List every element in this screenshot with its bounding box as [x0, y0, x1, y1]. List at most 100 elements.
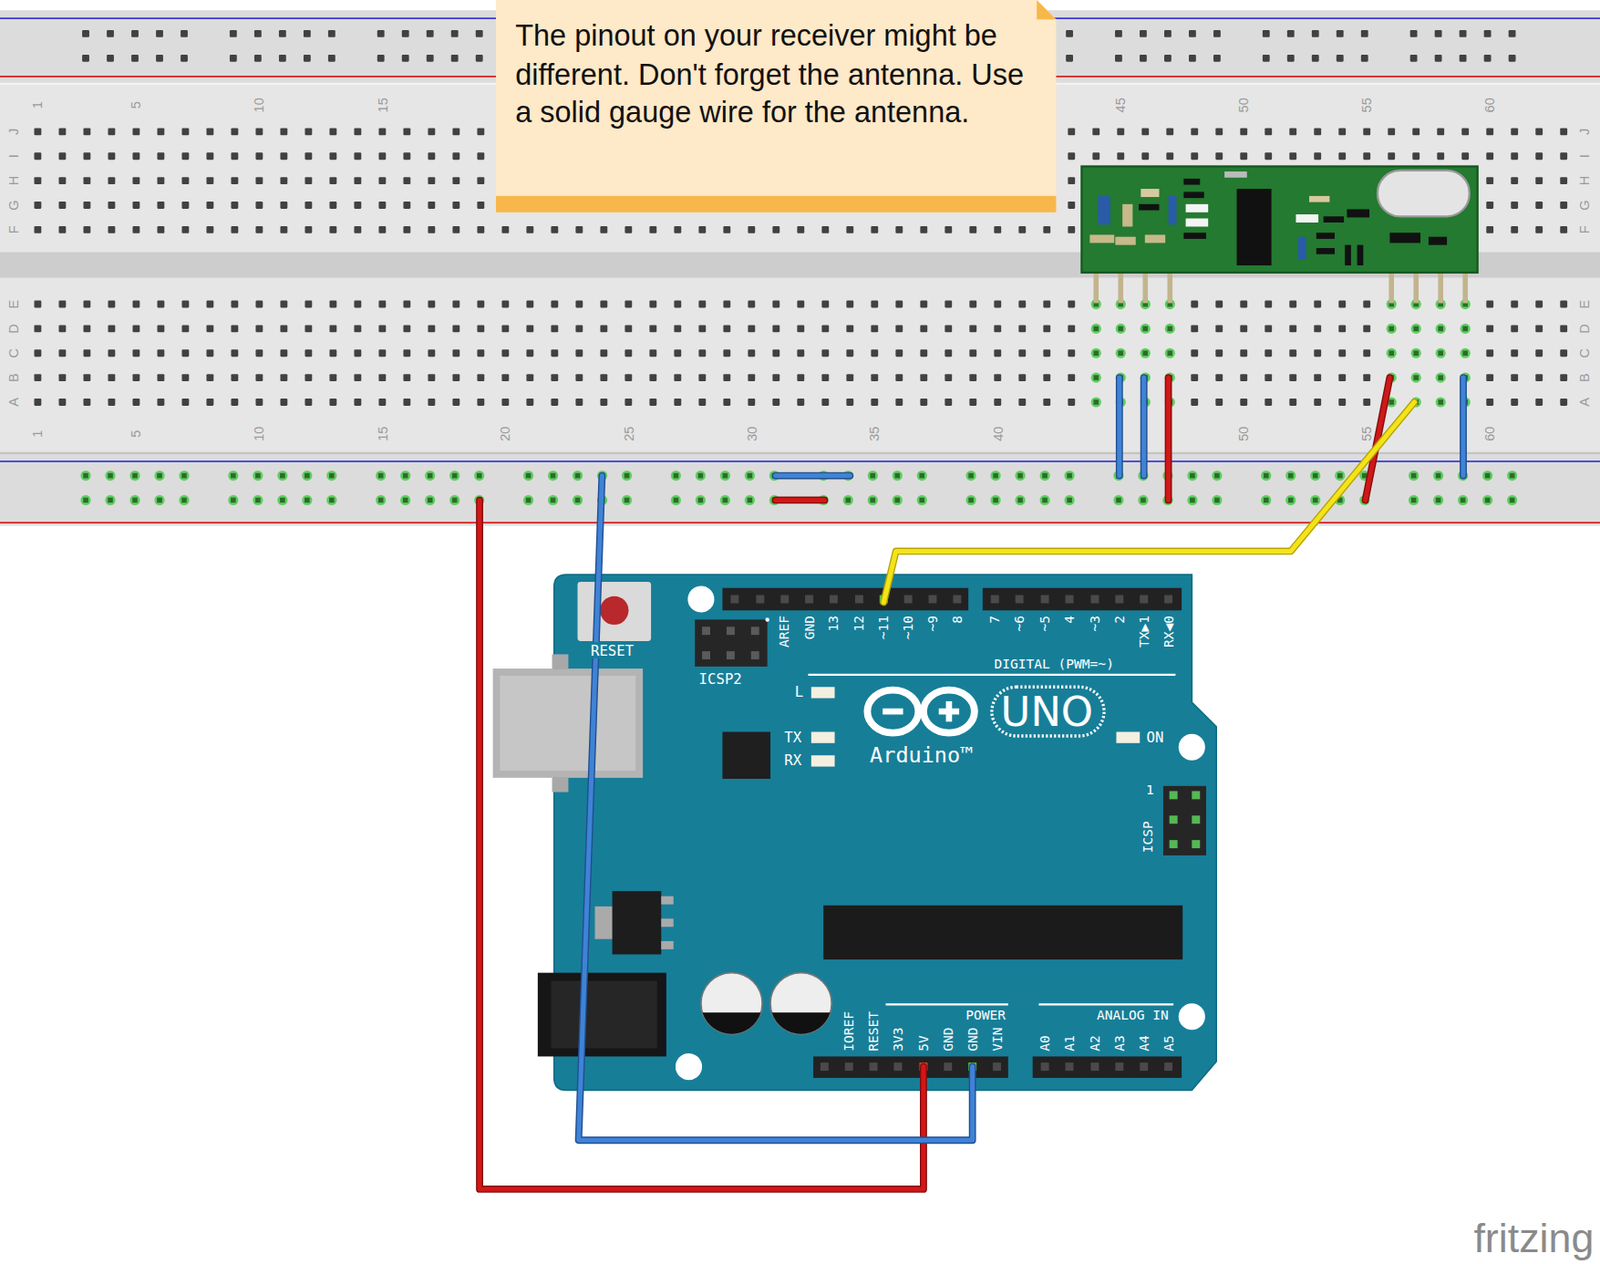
wire-outline: [1115, 377, 1124, 475]
hole: [181, 398, 189, 406]
hole: [599, 300, 608, 309]
hole: [1510, 201, 1518, 209]
header-pin: [751, 650, 760, 660]
hole: [526, 226, 534, 234]
hole: [427, 373, 435, 382]
hole: [132, 176, 140, 185]
hole: [969, 349, 977, 357]
mounting-hole: [1178, 1002, 1206, 1030]
pin-label: A3: [1113, 1034, 1127, 1052]
hole: [918, 473, 925, 479]
hole: [452, 324, 460, 332]
hole: [255, 152, 263, 160]
hole: [255, 349, 263, 357]
hole: [993, 226, 1002, 234]
hole: [1239, 127, 1248, 135]
header-pin: [943, 1062, 952, 1071]
hole: [402, 226, 411, 234]
hole: [328, 54, 336, 62]
hole: [918, 497, 925, 504]
hole: [1042, 398, 1051, 406]
hole-highlight: [326, 495, 337, 506]
row-letter: A: [1578, 396, 1592, 408]
hole: [206, 127, 214, 135]
hole: [181, 349, 189, 357]
hole: [550, 226, 558, 234]
column-number: 5: [129, 429, 144, 439]
header-pin: [855, 595, 864, 604]
hole-highlight: [572, 495, 583, 506]
hole: [279, 324, 288, 332]
hole: [1166, 152, 1174, 160]
hole: [1362, 152, 1371, 160]
hole: [353, 127, 362, 135]
pin1-dot: [764, 617, 769, 621]
hole: [1311, 30, 1320, 38]
hole: [1559, 201, 1568, 209]
receiver-module: [1081, 165, 1477, 272]
hole: [1188, 54, 1197, 62]
reset-cap: [599, 596, 629, 625]
hole: [969, 300, 977, 309]
hole: [206, 226, 214, 234]
hole: [181, 300, 189, 309]
hole: [1510, 324, 1518, 332]
header-pin: [701, 650, 711, 660]
hole: [58, 226, 66, 234]
hole: [1535, 226, 1543, 234]
hole-highlight: [449, 470, 460, 481]
hole: [476, 373, 485, 382]
hole-highlight: [1285, 470, 1296, 481]
hole: [107, 349, 115, 357]
hole: [304, 324, 312, 332]
hole: [206, 152, 214, 160]
hole: [1508, 30, 1517, 38]
hole: [279, 398, 288, 406]
hole: [894, 497, 900, 504]
hole: [181, 497, 187, 504]
hole: [304, 349, 312, 357]
hole: [82, 398, 91, 406]
hole: [106, 30, 114, 38]
smd-component: [1309, 196, 1330, 203]
hole: [526, 324, 534, 332]
hole: [1215, 373, 1223, 382]
hole-highlight: [1014, 470, 1025, 481]
pin-label: ~9: [926, 615, 940, 632]
column-number: 60: [1483, 424, 1497, 442]
hole: [452, 473, 458, 479]
hole: [624, 324, 632, 332]
hole: [1460, 497, 1466, 504]
hole: [747, 373, 755, 382]
hole-highlight: [1310, 495, 1321, 506]
hole-highlight: [892, 470, 903, 481]
pin-label: 13: [826, 615, 841, 632]
hole: [673, 373, 682, 382]
hole: [599, 373, 608, 382]
hole: [377, 30, 385, 38]
hole-highlight: [1457, 495, 1468, 506]
hole-highlight: [965, 470, 976, 481]
hole: [181, 324, 189, 332]
hole: [1509, 473, 1516, 479]
hole: [1510, 226, 1518, 234]
hole: [230, 497, 237, 504]
hole: [229, 54, 238, 62]
hole: [1559, 398, 1568, 406]
hole: [33, 226, 42, 234]
hole: [156, 324, 165, 332]
hole: [1484, 30, 1492, 38]
hole: [33, 398, 42, 406]
hole: [1338, 127, 1346, 135]
hole: [944, 373, 952, 382]
hole: [181, 373, 189, 382]
hole: [1436, 127, 1445, 135]
hole: [1092, 152, 1100, 160]
hole: [722, 497, 729, 504]
hole: [304, 201, 312, 209]
header-pin: [1191, 790, 1200, 799]
hole: [1214, 497, 1220, 504]
hole: [1338, 349, 1346, 357]
hole: [772, 226, 780, 234]
hole: [427, 497, 434, 504]
